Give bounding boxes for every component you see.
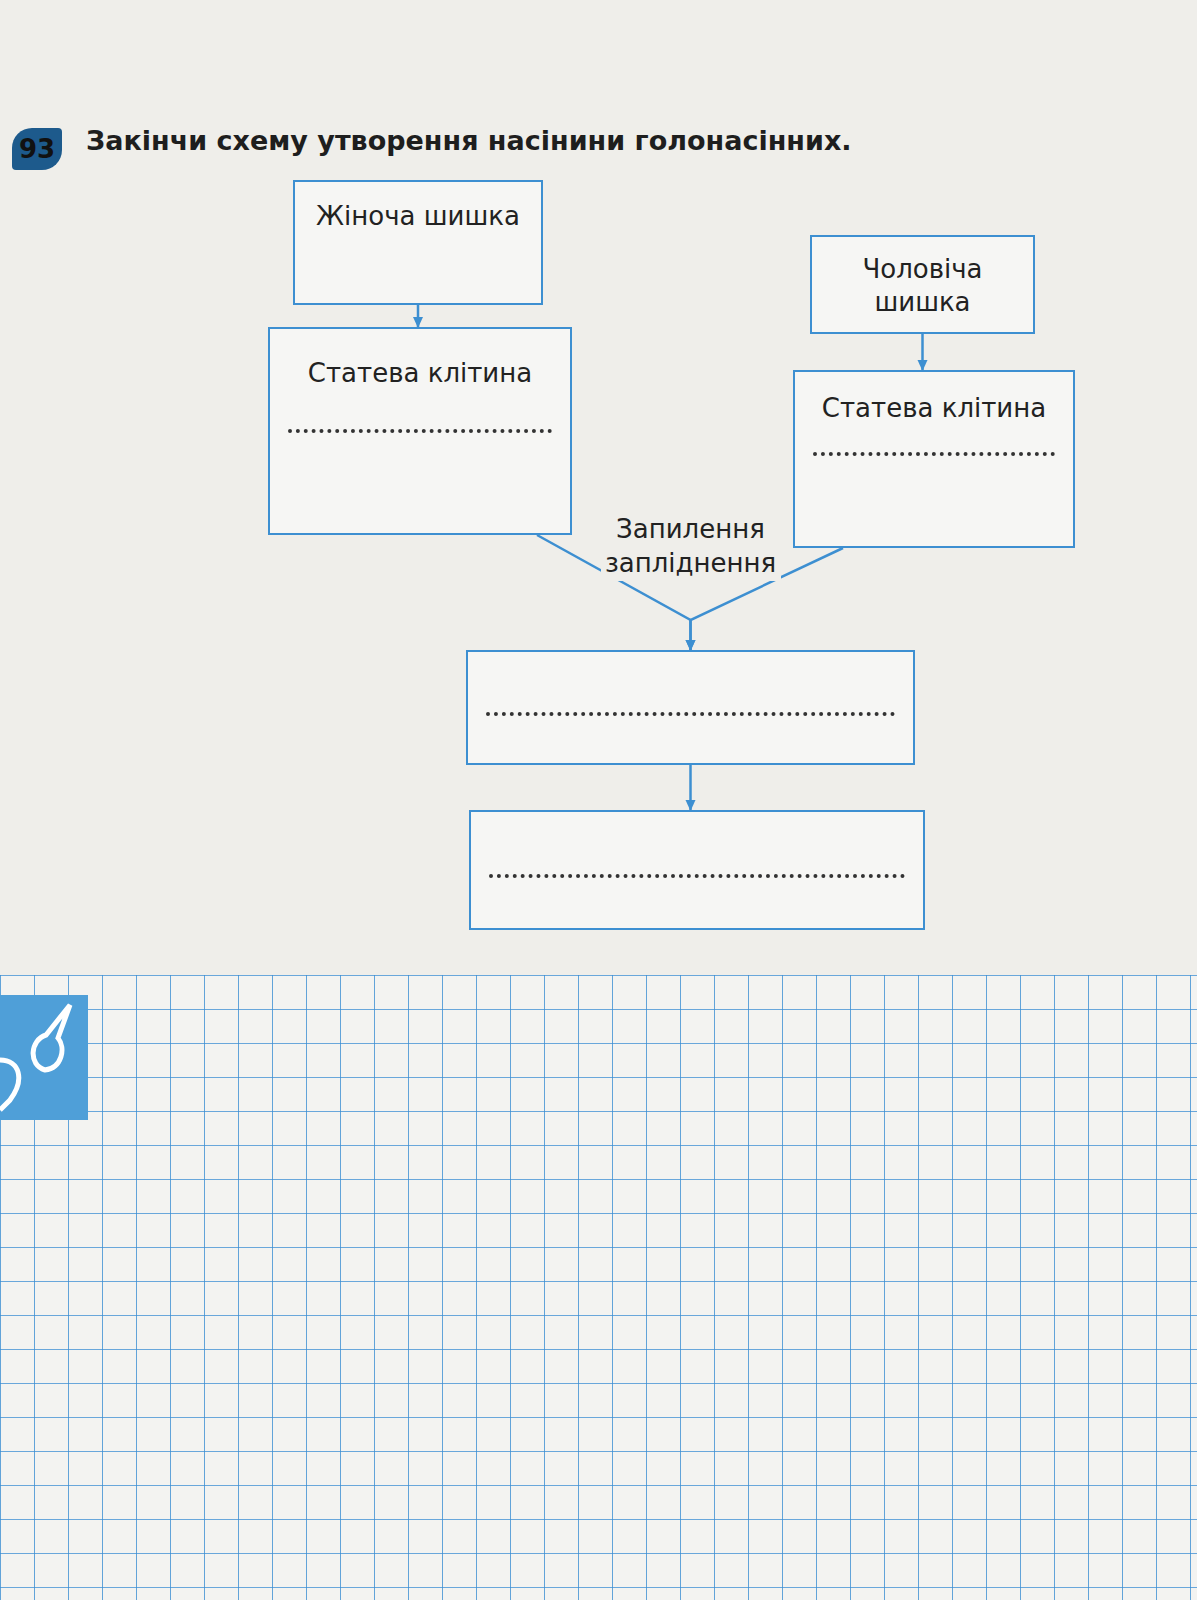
box-text: Чоловіча шишка <box>812 253 1033 318</box>
process-box: Чоловіча шишка <box>810 235 1035 334</box>
box-text: Жіноча шишка <box>295 200 541 233</box>
edge-label: Запилення запліднення <box>601 513 781 581</box>
process-box: Жіноча шишка <box>293 180 543 305</box>
task-title: Закінчи схему утворення насінини голонас… <box>86 125 852 156</box>
answer-blank <box>813 452 1055 456</box>
box-text: Статева клітина <box>795 392 1073 425</box>
process-box: Статева клітина <box>793 370 1075 548</box>
arrow-connector <box>417 305 420 327</box>
process-box: Статева клітина <box>268 327 572 535</box>
task-number: 93 <box>12 128 62 170</box>
arrow-connector <box>921 334 924 370</box>
answer-blank <box>486 712 895 716</box>
process-box <box>466 650 915 765</box>
pen-icon <box>0 995 88 1120</box>
box-text: Статева клітина <box>270 357 570 390</box>
arrow-connector <box>689 765 692 810</box>
process-box <box>469 810 925 930</box>
answer-blank <box>489 874 905 878</box>
answer-blank <box>288 429 552 433</box>
